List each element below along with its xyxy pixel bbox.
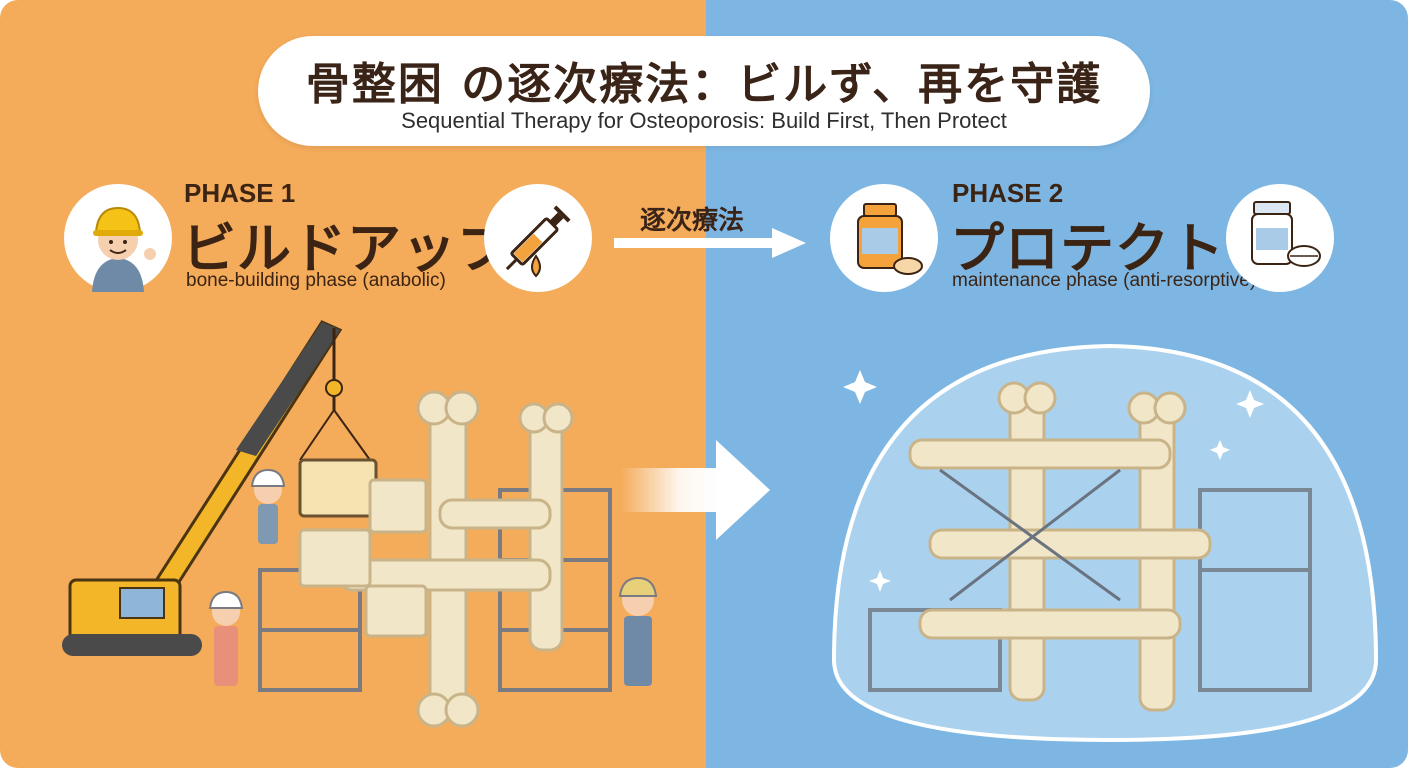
worker-avatar-icon xyxy=(64,184,172,292)
phase1-name: ビルドアップ xyxy=(182,217,512,280)
medicine-bottle-icon xyxy=(830,184,938,292)
sparkle-icon xyxy=(1210,440,1230,460)
phase1-label: PHASE 1 xyxy=(184,178,296,208)
sparkle-icon xyxy=(1236,390,1264,418)
sparkle-icon xyxy=(843,370,877,404)
title-japanese: 骨整困 の逐次療法：ビルず、再を守護 xyxy=(305,59,1103,110)
protection-dome-illustration xyxy=(831,343,1379,743)
phase1-description: bone-building phase (anabolic) xyxy=(186,270,446,291)
title-banner: 骨整困 の逐次療法：ビルず、再を守護 Sequential Therapy fo… xyxy=(258,36,1150,146)
sparkle-icon xyxy=(869,570,891,592)
transition-label: 逐次療法 xyxy=(640,206,745,236)
transition-arrow xyxy=(614,228,806,258)
worker-figure xyxy=(208,468,658,686)
center-arrow xyxy=(620,440,770,540)
phase2-name: プロテクト xyxy=(950,217,1225,280)
syringe-icon xyxy=(484,184,592,292)
construction-illustration xyxy=(62,320,658,728)
title-english: Sequential Therapy for Osteoporosis: Bui… xyxy=(401,108,1007,133)
phase2-description: maintenance phase (anti-resorptive) xyxy=(952,270,1257,291)
pill-bottle-icon xyxy=(1226,184,1334,292)
phase2-label: PHASE 2 xyxy=(952,178,1064,208)
